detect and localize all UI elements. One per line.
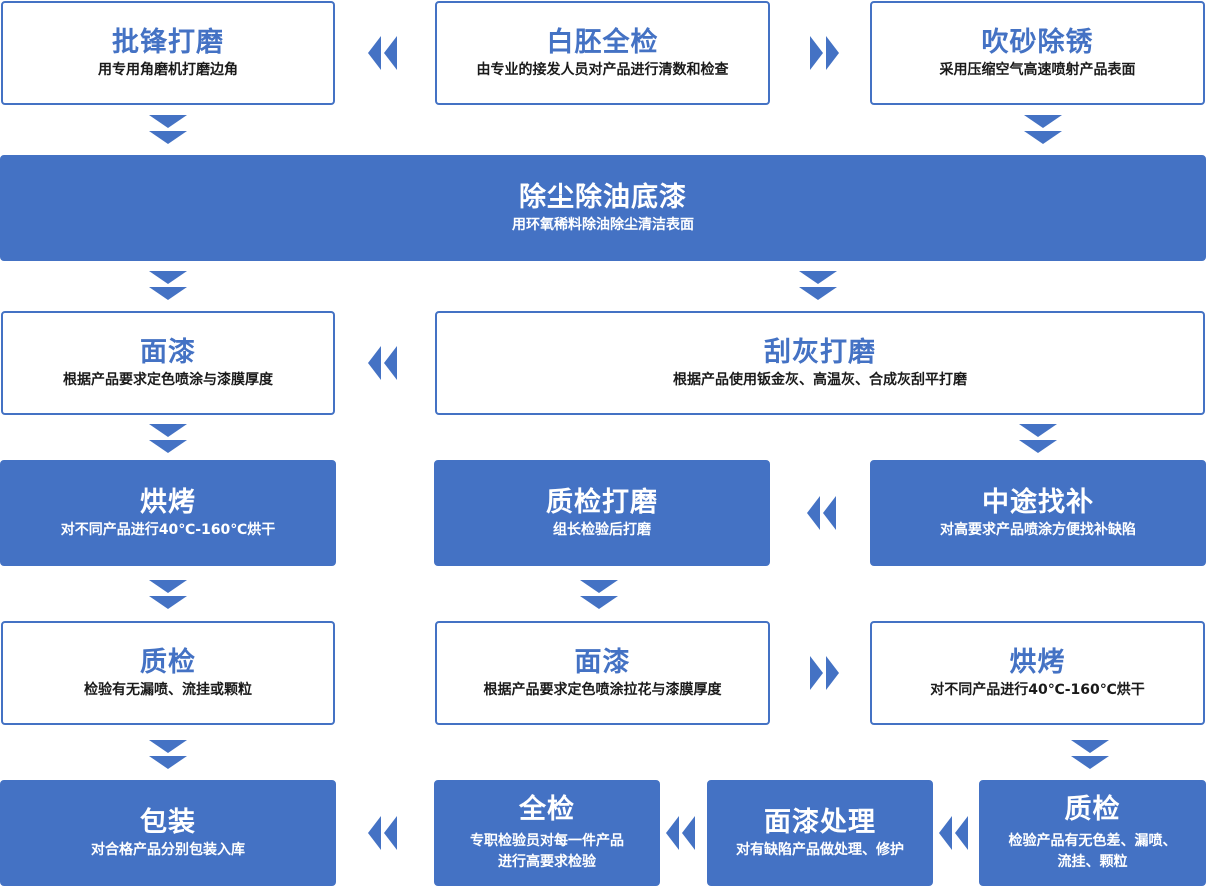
arrow-down-icon — [1024, 115, 1062, 147]
step-title: 烘烤 — [1009, 646, 1066, 678]
step-sandblast: 吹砂除锈 采用压缩空气高速喷射产品表面 — [870, 1, 1205, 105]
step-desc: 对不同产品进行40℃-160℃烘干 — [930, 681, 1145, 698]
step-packaging: 包装 对合格产品分别包装入库 — [0, 780, 336, 886]
step-desc: 根据产品要求定色喷涂拉花与漆膜厚度 — [483, 681, 722, 698]
arrow-down-icon — [799, 271, 837, 303]
step-title: 除尘除油底漆 — [519, 181, 687, 213]
step-title: 面漆处理 — [764, 806, 876, 838]
step-title: 吹砂除锈 — [981, 26, 1094, 58]
step-quality-check: 质检 检验有无漏喷、流挂或颗粒 — [1, 621, 335, 725]
arrow-down-icon — [149, 580, 187, 612]
arrow-down-icon — [149, 740, 187, 772]
step-baking: 烘烤 对不同产品进行40℃-160℃烘干 — [0, 460, 336, 566]
step-putty-sanding: 刮灰打磨 根据产品使用钣金灰、高温灰、合成灰刮平打磨 — [435, 311, 1205, 415]
arrow-down-icon — [1071, 740, 1109, 772]
step-topcoat-pattern: 面漆 根据产品要求定色喷涂拉花与漆膜厚度 — [435, 621, 770, 725]
arrow-down-icon — [149, 115, 187, 147]
arrow-down-icon — [580, 580, 618, 612]
step-baking-2: 烘烤 对不同产品进行40℃-160℃烘干 — [870, 621, 1205, 725]
step-desc: 检验有无漏喷、流挂或颗粒 — [84, 681, 252, 698]
step-degrease-primer: 除尘除油底漆 用环氧稀料除油除尘清洁表面 — [0, 155, 1206, 261]
step-title: 刮灰打磨 — [764, 336, 876, 368]
arrow-left-icon — [939, 816, 971, 850]
step-desc-line2: 进行高要求检验 — [498, 854, 596, 870]
step-topcoat-repair: 面漆处理 对有缺陷产品做处理、修护 — [707, 780, 933, 886]
step-title: 批锋打磨 — [112, 26, 224, 58]
step-title: 白胚全检 — [546, 26, 659, 58]
step-title: 烘烤 — [140, 486, 196, 518]
step-full-inspection: 全检 专职检验员对每一件产品 进行高要求检验 — [434, 780, 660, 886]
step-title: 质检 — [1064, 794, 1121, 825]
step-desc: 用环氧稀料除油除尘清洁表面 — [512, 216, 694, 233]
step-desc-line1: 专职检验员对每一件产品 — [470, 833, 624, 849]
step-title: 质检 — [140, 646, 196, 678]
step-deburr: 批锋打磨 用专用角磨机打磨边角 — [1, 1, 335, 105]
arrow-left-icon — [666, 816, 698, 850]
step-title: 面漆 — [574, 646, 631, 678]
step-final-qc: 质检 检验产品有无色差、漏喷、 流挂、颗粒 — [979, 780, 1206, 886]
step-title: 全检 — [519, 794, 575, 825]
step-title: 中途找补 — [982, 486, 1094, 518]
arrow-down-icon — [149, 424, 187, 456]
step-title: 质检打磨 — [546, 486, 658, 518]
step-touch-up: 中途找补 对高要求产品喷涂方便找补缺陷 — [870, 460, 1206, 566]
arrow-left-icon — [368, 346, 400, 380]
step-title: 面漆 — [140, 336, 196, 368]
step-desc: 对合格产品分别包装入库 — [91, 841, 245, 858]
step-qc-sanding: 质检打磨 组长检验后打磨 — [434, 460, 770, 566]
step-desc-line1: 检验产品有无色差、漏喷、 — [1008, 833, 1177, 849]
step-desc: 由专业的接发人员对产品进行清数和检查 — [476, 61, 729, 78]
step-desc: 组长检验后打磨 — [553, 521, 651, 538]
step-desc: 根据产品要求定色喷涂与漆膜厚度 — [63, 371, 273, 388]
step-topcoat: 面漆 根据产品要求定色喷涂与漆膜厚度 — [1, 311, 335, 415]
arrow-down-icon — [149, 271, 187, 303]
step-raw-inspection: 白胚全检 由专业的接发人员对产品进行清数和检查 — [435, 1, 770, 105]
arrow-left-icon — [368, 36, 400, 70]
arrow-right-icon — [807, 656, 839, 690]
arrow-down-icon — [1019, 424, 1057, 456]
step-desc: 对高要求产品喷涂方便找补缺陷 — [940, 521, 1136, 538]
step-desc-line2: 流挂、颗粒 — [1057, 854, 1128, 870]
step-desc: 根据产品使用钣金灰、高温灰、合成灰刮平打磨 — [673, 371, 967, 388]
arrow-left-icon — [368, 816, 400, 850]
arrow-left-icon — [807, 496, 839, 530]
step-desc: 用专用角磨机打磨边角 — [98, 61, 238, 78]
step-desc: 对不同产品进行40℃-160℃烘干 — [60, 521, 276, 538]
step-title: 包装 — [140, 806, 196, 838]
step-desc: 对有缺陷产品做处理、修护 — [736, 841, 904, 858]
arrow-right-icon — [807, 36, 839, 70]
step-desc: 采用压缩空气高速喷射产品表面 — [939, 61, 1136, 78]
